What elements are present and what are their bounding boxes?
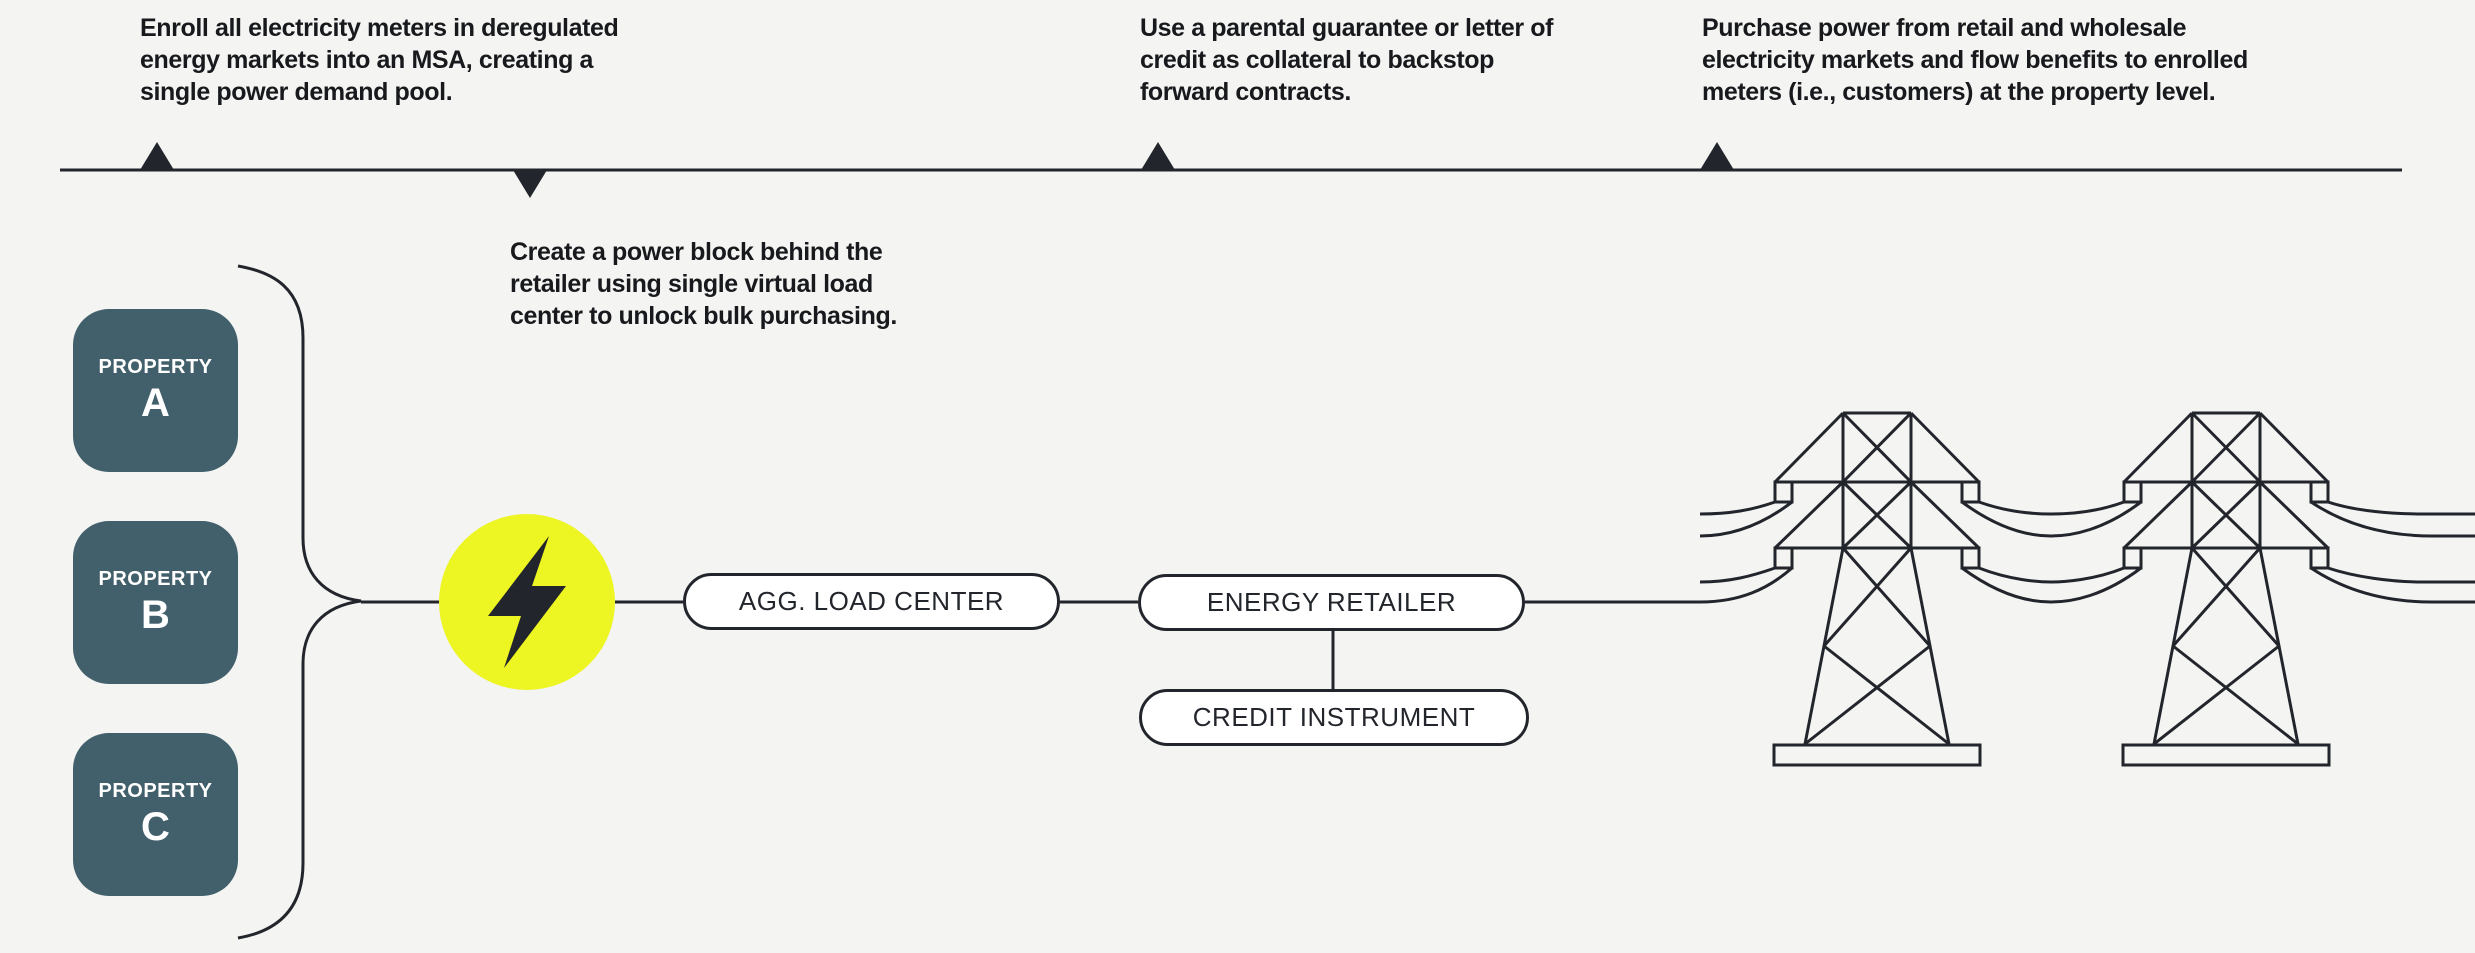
power-lines xyxy=(1699,500,2475,604)
agg-load-center-node: AGG. LOAD CENTER xyxy=(683,573,1060,630)
timeline-marker-up-icon xyxy=(140,142,174,170)
brace-icon xyxy=(237,264,362,940)
energy-retailer-node: ENERGY RETAILER xyxy=(1138,574,1525,631)
tower-2 xyxy=(2121,411,2331,767)
property-a-box: PROPERTY A xyxy=(73,309,238,472)
annotation-collateral: Use a parental guarantee or letter of cr… xyxy=(1140,14,1554,106)
lightning-bolt-icon xyxy=(439,514,615,690)
connectors xyxy=(361,600,1700,689)
annotation-purchase: Purchase power from retail and wholesale… xyxy=(1702,14,2248,106)
property-b-label: PROPERTY xyxy=(98,568,213,590)
property-b-letter: B xyxy=(141,593,170,637)
timeline-marker-up-icon xyxy=(1141,142,1175,170)
credit-instrument-node: CREDIT INSTRUMENT xyxy=(1139,689,1529,746)
property-c-label: PROPERTY xyxy=(98,780,213,802)
property-c-letter: C xyxy=(141,805,170,849)
transmission-towers-icon xyxy=(1772,411,2331,767)
timeline-marker-up-icon xyxy=(1700,142,1734,170)
tower-1 xyxy=(1772,411,1982,767)
property-a-label: PROPERTY xyxy=(98,356,213,378)
timeline xyxy=(60,142,2402,198)
property-b-box: PROPERTY B xyxy=(73,521,238,684)
property-c-box: PROPERTY C xyxy=(73,733,238,896)
annotation-power-block: Create a power block behind the retailer… xyxy=(510,238,897,330)
annotation-enroll: Enroll all electricity meters in deregul… xyxy=(140,14,619,106)
property-a-letter: A xyxy=(141,381,170,425)
timeline-marker-down-icon xyxy=(513,170,547,198)
